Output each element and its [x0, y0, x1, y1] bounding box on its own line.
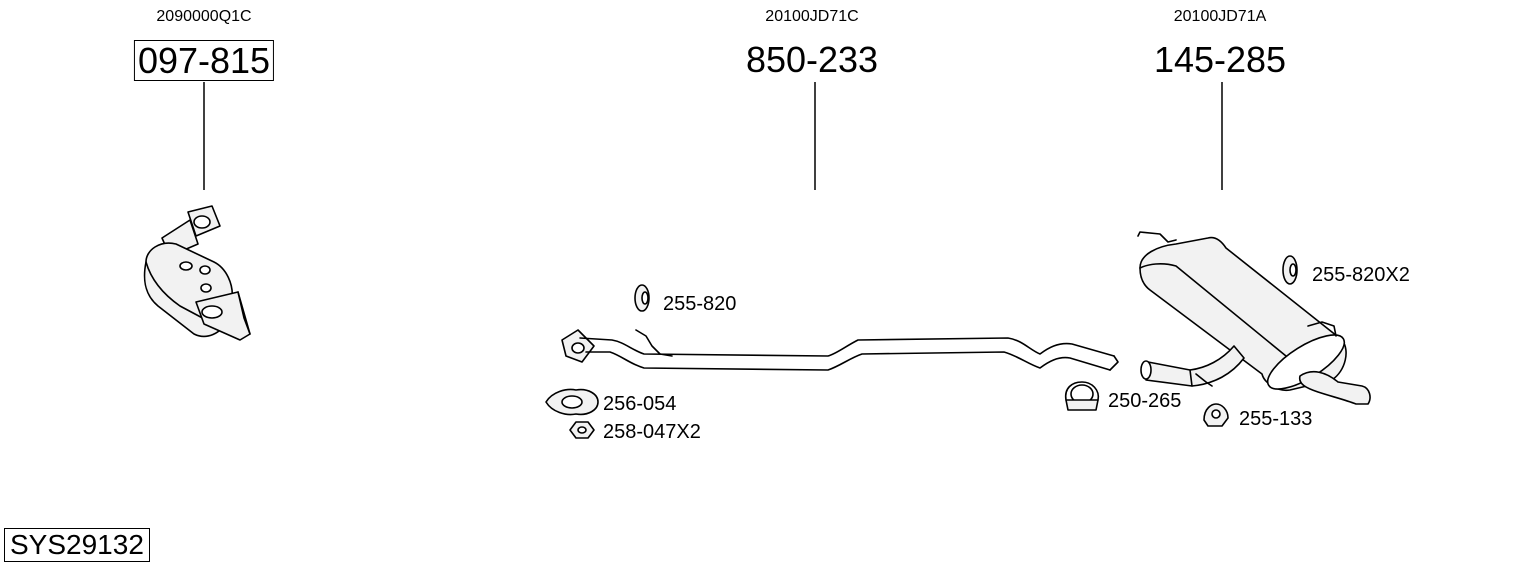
oem-number-catalytic-converter: 2090000Q1C [156, 8, 252, 25]
accessory-label-rubber-hanger[interactable]: 255-133 [1239, 408, 1313, 430]
rubber-mount-rear-icon [1282, 255, 1298, 285]
middle-pipe-drawing [561, 329, 1119, 371]
part-number-catalytic-converter[interactable]: 097-815 [133, 40, 275, 81]
oem-number-middle-pipe: 20100JD71C [765, 8, 859, 25]
part-number-rear-silencer[interactable]: 145-285 [1153, 39, 1287, 80]
accessory-label-nut[interactable]: 258-047X2 [603, 421, 701, 443]
gasket-icon [545, 388, 599, 416]
oem-number-rear-silencer: 20100JD71A [1173, 8, 1267, 25]
accessory-label-rubber-mount-front[interactable]: 255-820 [663, 293, 737, 315]
part-number-middle-pipe[interactable]: 850-233 [745, 39, 879, 80]
rubber-hanger-icon [1203, 403, 1229, 427]
clamp-icon [1064, 381, 1100, 411]
rear-silencer-drawing [1137, 231, 1371, 405]
system-code: SYS29132 [4, 528, 150, 562]
accessory-label-gasket[interactable]: 256-054 [603, 393, 677, 415]
accessory-label-clamp[interactable]: 250-265 [1108, 390, 1182, 412]
rubber-mount-front-icon [634, 284, 650, 312]
catalytic-converter-drawing [143, 205, 251, 341]
nut-icon [569, 421, 595, 439]
accessory-label-rubber-mount-rear[interactable]: 255-820X2 [1312, 264, 1410, 286]
